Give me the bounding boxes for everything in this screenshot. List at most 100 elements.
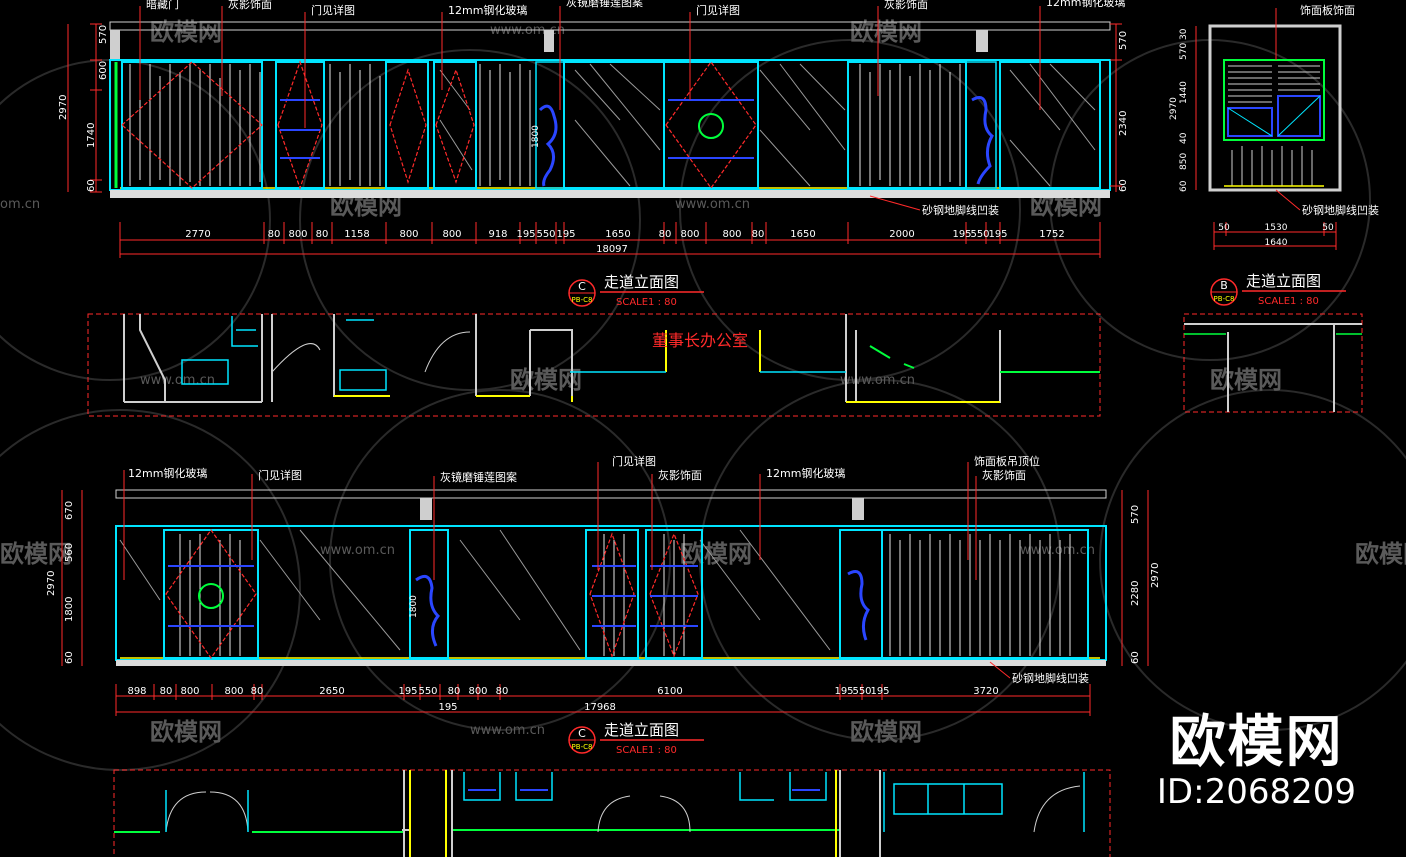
dim: 80 [160, 686, 173, 697]
dim: 570 [1118, 31, 1129, 50]
elevation-c-top: 1800 暗藏门 灰影饰面 门见详图 12mm钢化玻璃 灰镜磨锤莲图案 门见详图… [58, 0, 1129, 308]
callout: 12mm钢化玻璃 [766, 466, 845, 480]
dim: 570 [1130, 505, 1141, 524]
title-symbol-letter: C [578, 280, 586, 293]
dim: 1650 [605, 229, 630, 240]
dim: 570 [98, 25, 109, 44]
dim: 600 [98, 61, 109, 80]
wm-logo: 欧模网 [680, 540, 752, 568]
wm-url: www.om.cn [320, 543, 395, 558]
callout: 灰影饰面 [658, 468, 702, 482]
elevation-b: 饰面板饰面 砂钢地脚线凹装 30 570 2970 1440 40 850 60… [1169, 3, 1379, 307]
dim: 195 [870, 686, 889, 697]
callout: 灰影饰面 [228, 0, 272, 11]
dim: 60 [1118, 179, 1129, 192]
dim: 2970 [46, 571, 57, 596]
dim: 6100 [657, 686, 682, 697]
view-scale: SCALE1 : 80 [616, 297, 677, 308]
dim: 2650 [319, 686, 344, 697]
dim: 195 [438, 702, 457, 713]
dim-total: 1640 [1265, 238, 1288, 248]
dim: 550 [418, 686, 437, 697]
dim: 2770 [185, 229, 210, 240]
callout: 灰影饰面 [884, 0, 928, 11]
wm-logo: 欧模网 [150, 18, 222, 46]
dim: 80 [448, 686, 461, 697]
dim: 30 [1179, 28, 1189, 40]
dim: 2000 [889, 229, 914, 240]
callout: 门见详图 [612, 454, 656, 468]
view-scale: SCALE1 : 80 [1258, 296, 1319, 307]
callout: 砂钢地脚线凹装 [1302, 203, 1379, 217]
dim-total: 17968 [584, 702, 616, 713]
dim: 195 [834, 686, 853, 697]
wm-logo: 欧模网 [850, 18, 922, 46]
dim: 800 [722, 229, 741, 240]
wm-logo: 欧模网 [150, 718, 222, 746]
dim: 800 [224, 686, 243, 697]
dim: 800 [468, 686, 487, 697]
callout-skirting: 砂钢地脚线凹装 [922, 203, 999, 217]
callout: 12mm钢化玻璃 [128, 466, 207, 480]
dim: 195 [988, 229, 1007, 240]
dim: 918 [488, 229, 507, 240]
callout: 门见详图 [696, 3, 740, 17]
dim: 3720 [973, 686, 998, 697]
dim: 550 [852, 686, 871, 697]
dim: 195 [952, 229, 971, 240]
title-symbol-letter: B [1220, 279, 1228, 292]
dim: 550 [970, 229, 989, 240]
dim: 1440 [1179, 81, 1189, 104]
dim: 1800 [64, 597, 75, 622]
dim: 80 [268, 229, 281, 240]
dim: 80 [659, 229, 672, 240]
callout: 灰镜磨锤莲图案 [566, 0, 643, 9]
wm-url: www.om.cn [840, 373, 915, 388]
dim: 560 [64, 543, 75, 562]
title-symbol-sheet: PB-C8 [572, 296, 593, 304]
callout: 暗藏门 [146, 0, 179, 11]
dim: 80 [752, 229, 765, 240]
dim: 2970 [1169, 97, 1179, 120]
wm-logo: 欧模网 [1355, 540, 1406, 568]
mirror-height: 1800 [409, 595, 419, 618]
title-symbol-sheet: PB-C8 [572, 743, 593, 751]
wm-url: www.om.cn [675, 197, 750, 212]
callout: 12mm钢化玻璃 [1046, 0, 1125, 9]
wm-logo: 欧模网 [850, 718, 922, 746]
callout: 12mm钢化玻璃 [448, 3, 527, 17]
plan-strip-upper: 董事长办公室 [87, 313, 1101, 417]
dim: 1752 [1039, 229, 1064, 240]
callout: 饰面板吊顶位 [974, 454, 1040, 468]
elevation-c-bottom: 1800 12mm钢化玻璃 门见详图 灰镜磨锤莲图案 门见详图 灰影饰面 12m… [46, 454, 1161, 756]
dim: 800 [399, 229, 418, 240]
watermark-urls: www.om.cn om.cn www.om.cn www.om.cn www.… [0, 23, 1095, 738]
watermark-logos: 欧模网 欧模网 欧模网 欧模网 欧模网 欧模网 欧模网 欧模网 欧模网 欧模网 … [0, 18, 1406, 746]
dim: 195 [556, 229, 575, 240]
wm-url: www.om.cn [1020, 543, 1095, 558]
dim: 570 [1179, 43, 1189, 60]
dim: 60 [1130, 651, 1141, 664]
callout: 门见详图 [311, 3, 355, 17]
dim: 195 [516, 229, 535, 240]
dim: 800 [442, 229, 461, 240]
callout: 门见详图 [258, 468, 302, 482]
dim: 60 [64, 651, 75, 664]
dim: 2970 [58, 95, 69, 120]
dim: 898 [127, 686, 146, 697]
dim: 2280 [1130, 581, 1141, 606]
dim: 1158 [344, 229, 369, 240]
wm-url-fragment: om.cn [0, 197, 40, 212]
dim: 800 [288, 229, 307, 240]
wm-logo: 欧模网 [1210, 366, 1282, 394]
callout-skirting: 砂钢地脚线凹装 [1012, 671, 1089, 685]
watermark-stamp: 欧模网 ID:2068209 [1157, 712, 1356, 811]
dim: 195 [398, 686, 417, 697]
dim: 60 [86, 179, 97, 192]
dim: 2340 [1118, 111, 1129, 136]
dim: 80 [496, 686, 509, 697]
dim: 1530 [1265, 223, 1288, 233]
callout: 饰面板饰面 [1300, 3, 1355, 17]
wm-url: www.om.cn [140, 373, 215, 388]
